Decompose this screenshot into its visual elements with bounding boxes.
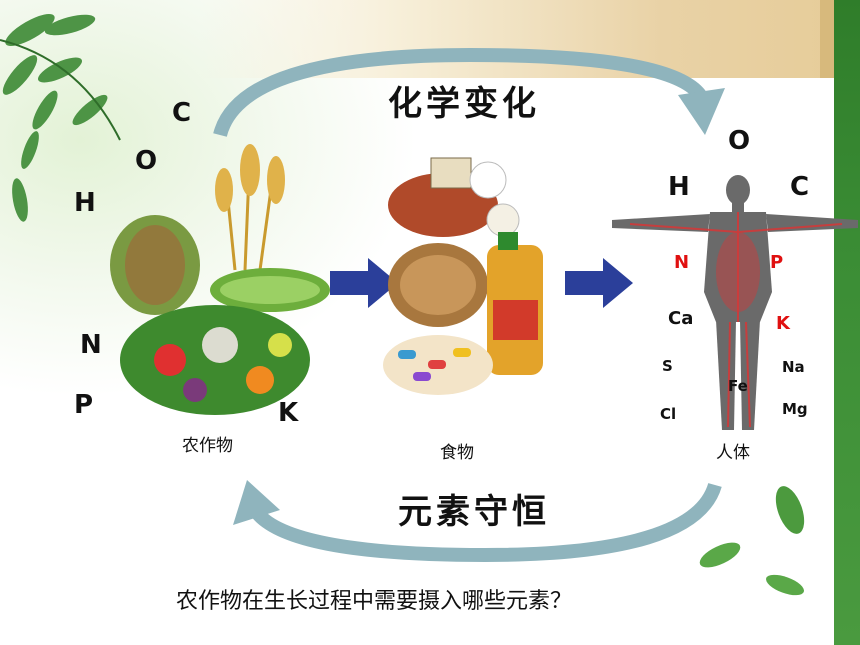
- top-curved-arrow: [213, 47, 725, 138]
- question-text: 农作物在生长过程中需要摄入哪些元素？: [176, 589, 573, 614]
- crop-element-o: O: [135, 146, 158, 176]
- human-element-fe: Fe: [728, 377, 748, 395]
- bottom-curved-arrow: [233, 480, 722, 563]
- food-image: [383, 157, 543, 395]
- human-element-ca: Ca: [668, 308, 694, 329]
- human-element-cl: Cl: [660, 405, 677, 423]
- human-element-na: Na: [782, 358, 805, 376]
- crop-element-p: P: [74, 390, 94, 420]
- bottom-arrow-label: 元素守恒: [398, 492, 550, 532]
- leaves-decoration: [0, 13, 121, 222]
- crop-element-k: K: [278, 398, 299, 428]
- leaves-decoration-bottom: [699, 486, 805, 596]
- human-element-mg: Mg: [782, 400, 808, 418]
- right-decor-strip: [834, 0, 860, 645]
- human-element-k: K: [776, 313, 790, 334]
- human-element-h: H: [668, 172, 690, 202]
- human-caption: 人体: [716, 443, 750, 463]
- crop-element-h: H: [74, 188, 96, 218]
- human-body-image: [612, 175, 858, 430]
- crops-caption: 农作物: [182, 436, 233, 456]
- right-arrow-1: [330, 258, 398, 308]
- right-decor-light: [820, 0, 836, 78]
- top-arrow-label: 化学变化: [388, 84, 540, 124]
- human-element-c: C: [790, 172, 810, 202]
- right-arrow-2: [565, 258, 633, 308]
- human-element-p: P: [770, 252, 784, 273]
- crops-image: [110, 144, 330, 415]
- crop-element-n: N: [80, 330, 102, 360]
- food-caption: 食物: [440, 443, 474, 463]
- human-element-s: S: [662, 357, 673, 375]
- human-element-n: N: [674, 252, 690, 273]
- crop-element-c: C: [172, 98, 192, 128]
- human-element-o: O: [728, 126, 751, 156]
